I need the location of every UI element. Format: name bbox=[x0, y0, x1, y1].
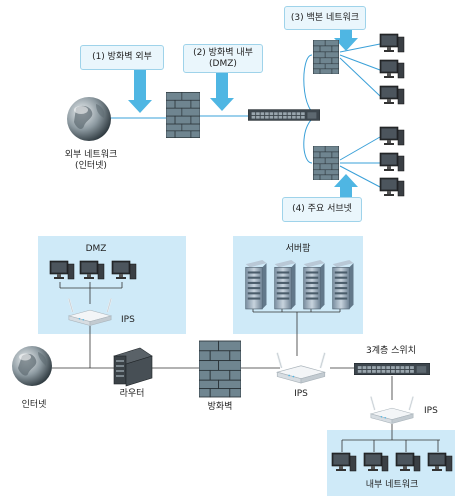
center-ips-label: IPS bbox=[294, 389, 308, 399]
l3-switch-label: 3계층 스위치 bbox=[366, 346, 416, 356]
dmz-zone bbox=[38, 236, 186, 334]
firewall-icon bbox=[199, 340, 241, 398]
internal-network-title: 내부 네트워크 bbox=[365, 480, 419, 490]
monitor-icon bbox=[379, 33, 405, 53]
router-icon bbox=[113, 347, 153, 387]
monitor-icon bbox=[379, 177, 405, 197]
server-icon bbox=[245, 260, 267, 310]
callout-backbone: (3) 백본 네트워크 bbox=[284, 6, 366, 30]
monitor-icon bbox=[111, 260, 137, 280]
external-network-label: 외부 네트워크 (인터넷) bbox=[65, 150, 118, 172]
callout-main-subnet: (4) 주요 서브넷 bbox=[282, 197, 362, 222]
firewall-icon bbox=[312, 40, 340, 74]
monitor-icon bbox=[395, 452, 421, 472]
monitor-icon bbox=[331, 452, 357, 472]
dmz-zone-title: DMZ bbox=[85, 244, 107, 254]
firewall-label: 방화벽 bbox=[207, 402, 233, 412]
server-farm-title: 서버팜 bbox=[285, 244, 311, 254]
bottom-links bbox=[50, 282, 440, 452]
callout-main-subnet-text: (4) 주요 서브넷 bbox=[292, 204, 352, 214]
switch-icon bbox=[354, 362, 430, 376]
dmz-ips-label: IPS bbox=[121, 315, 135, 325]
internal-ips-label: IPS bbox=[424, 406, 438, 416]
monitor-icon bbox=[379, 85, 405, 105]
router-label: 라우터 bbox=[119, 389, 145, 399]
external-network-line1: 외부 네트워크 bbox=[64, 150, 118, 160]
monitor-icon bbox=[379, 59, 405, 79]
external-network-line2: (인터넷) bbox=[75, 161, 107, 171]
monitor-icon bbox=[379, 152, 405, 172]
callout-inside-firewall-line1: (2) 방화벽 내부 bbox=[193, 47, 253, 58]
monitor-icon bbox=[379, 126, 405, 146]
internet-label: 인터넷 bbox=[21, 400, 47, 410]
firewall-icon bbox=[166, 91, 200, 139]
monitor-icon bbox=[49, 260, 75, 280]
wireless-ips-icon bbox=[276, 352, 326, 385]
wireless-ips-icon bbox=[369, 396, 415, 425]
monitor-icon bbox=[363, 452, 389, 472]
server-icon bbox=[303, 260, 325, 310]
globe-icon bbox=[12, 346, 52, 386]
callout-outside-firewall-text: (1) 방화벽 외부 bbox=[92, 52, 152, 62]
monitor-icon bbox=[79, 260, 105, 280]
switch-icon bbox=[248, 109, 320, 121]
callout-arrows bbox=[128, 30, 358, 197]
callout-outside-firewall: (1) 방화벽 외부 bbox=[80, 45, 164, 70]
callout-backbone-text: (3) 백본 네트워크 bbox=[290, 12, 360, 23]
server-icon bbox=[332, 260, 354, 310]
server-icon bbox=[274, 260, 296, 310]
callout-inside-firewall: (2) 방화벽 내부 (DMZ) bbox=[183, 44, 263, 73]
callout-inside-firewall-line2: (DMZ) bbox=[209, 58, 237, 69]
monitor-icon bbox=[427, 452, 453, 472]
globe-icon bbox=[67, 97, 111, 141]
firewall-icon bbox=[312, 146, 340, 180]
